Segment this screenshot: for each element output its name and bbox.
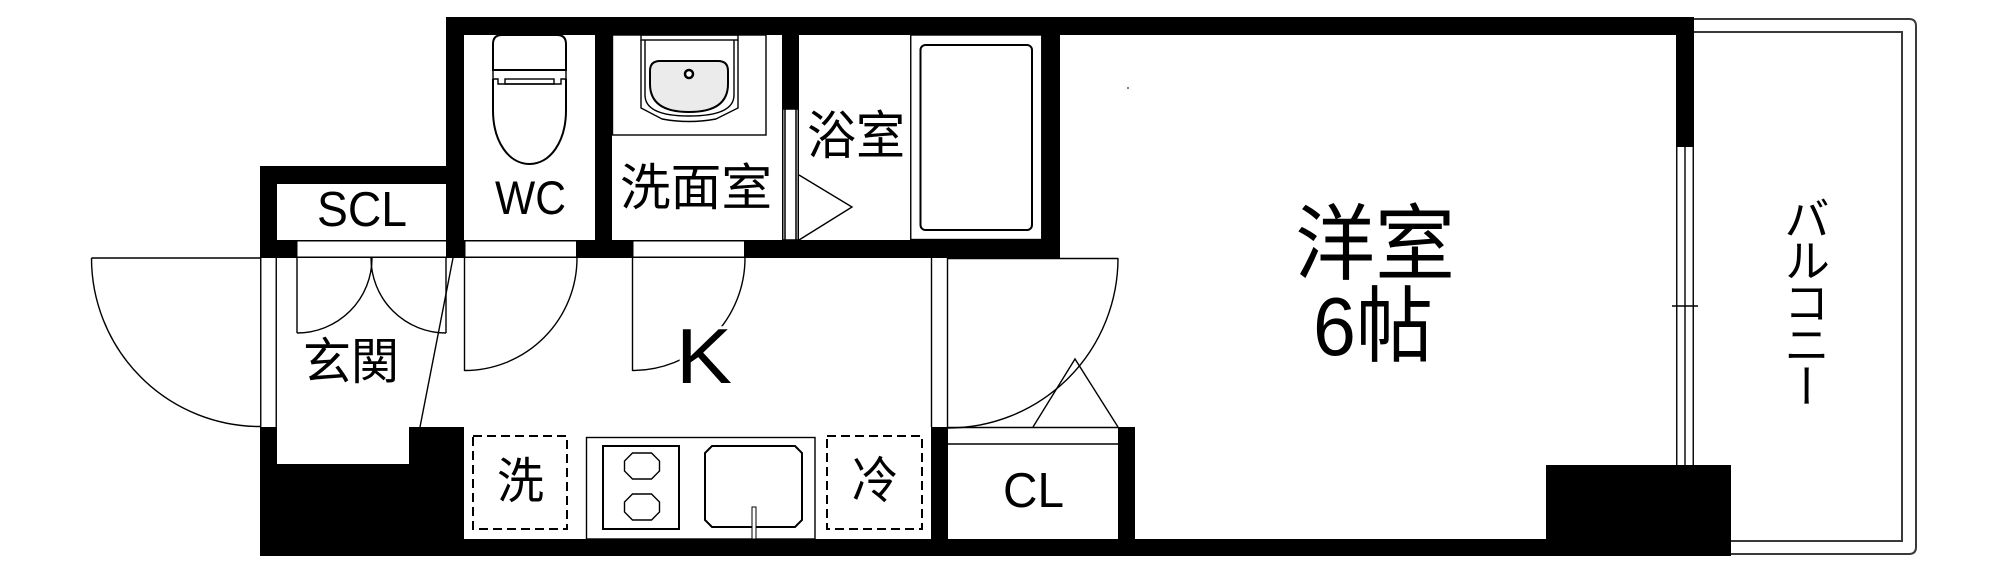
wall-closet-right: [1118, 427, 1135, 539]
label-refrigerator: 冷: [852, 453, 898, 509]
door-swings: [90, 174, 1119, 445]
bathtub-outer: [910, 34, 1043, 241]
wall-entrance-right: [409, 427, 464, 556]
wall-scl-wc: [446, 17, 464, 258]
washing-machine-space: [472, 435, 568, 530]
basin-inner: [644, 40, 735, 117]
label-washroom: 洗面室: [620, 160, 772, 216]
toilet-bowl: [492, 79, 567, 166]
label-washing-machine: 洗: [497, 455, 544, 509]
kitchen-sink-icon: [704, 445, 803, 528]
entrance-step-line: [419, 257, 454, 428]
wall-closet-left: [931, 427, 948, 539]
walls: [260, 17, 1731, 556]
label-toilet: WC: [495, 171, 566, 224]
wc-door-arc: [464, 257, 578, 372]
wall-wc-washroom: [595, 17, 612, 258]
western-room-door-arc: [947, 257, 1119, 429]
label-kitchen: K: [676, 312, 732, 400]
label-closet: CL: [1003, 464, 1064, 518]
toilet-hinge-bar: [504, 78, 555, 85]
closet-folding-door: [1032, 357, 1119, 428]
kitchen-counter: [585, 436, 816, 540]
balcony-rail: [1694, 18, 1917, 555]
bathtub-inner: [919, 44, 1033, 231]
basin-bowl: [649, 60, 729, 114]
label-western-room: 洋室: [1295, 198, 1455, 291]
label-balcony: バルコニー: [1777, 195, 1831, 405]
scl-door-left-arc: [296, 257, 373, 334]
label-shoe-closet: SCL: [317, 183, 407, 237]
speck: [1127, 87, 1129, 89]
wall-washroom-bathroom: [782, 35, 799, 109]
toilet-icon: [492, 34, 567, 166]
wall-scl-jamb: [260, 240, 296, 258]
wc-doorway-frame: [464, 240, 578, 258]
room-labels: SCL WC 洗面室 浴室 玄関 K 洗 冷 CL 洋室 6帖: [300, 105, 1458, 521]
wash-basin-icon: [611, 34, 767, 136]
scl-doorway-frame: [296, 240, 448, 258]
wall-western-room-right: [1676, 17, 1694, 147]
wall-scl-left: [260, 166, 277, 240]
two-burner-stove-icon: [602, 445, 680, 530]
entrance-door-arc: [90, 257, 261, 428]
kitchen-fixtures: [472, 435, 923, 540]
label-entrance: 玄関: [303, 334, 399, 390]
toilet-tank: [492, 34, 567, 71]
label-western-room-size: 6帖: [1313, 280, 1433, 373]
bathroom-door-leaf: [784, 108, 797, 241]
refrigerator-space: [826, 435, 923, 530]
washroom-door-arc: [632, 257, 746, 372]
faucet-icon: [751, 506, 757, 540]
wall-scl-top: [260, 166, 464, 184]
basin-top-bar: [640, 34, 739, 41]
wall-bottom: [464, 539, 1546, 556]
balcony-rail-inner: [1694, 31, 1903, 542]
wall-bathroom-right: [1042, 17, 1060, 258]
burner-bottom-icon: [623, 493, 661, 521]
wall-entrance-floor: [277, 464, 409, 556]
washroom-doorway-frame: [632, 240, 746, 258]
balcony-window: [1672, 147, 1698, 465]
wall-entrance-left: [260, 427, 277, 556]
label-bathroom: 浴室: [807, 108, 905, 166]
wall-wet-jamb: [577, 240, 632, 258]
balcony-rail-outer: [1694, 18, 1917, 555]
bathroom-door-triangle: [798, 174, 854, 241]
scl-door-right-arc: [370, 257, 447, 334]
bathtub-icon: [910, 34, 1043, 241]
basin-outer: [640, 40, 739, 123]
wall-wet-bottom: [745, 240, 1060, 258]
wall-top: [446, 17, 1694, 35]
column-bottom-right: [1546, 465, 1731, 556]
door-frames: [260, 108, 799, 427]
basin-drain: [683, 68, 695, 80]
burner-top-icon: [623, 452, 661, 480]
